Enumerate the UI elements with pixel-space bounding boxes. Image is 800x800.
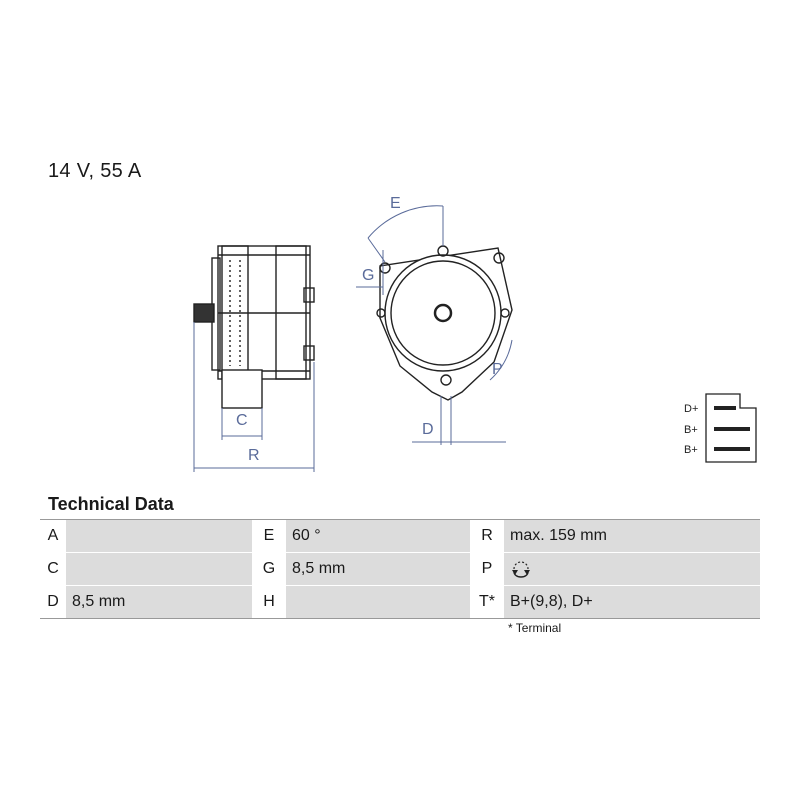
spec-key: R — [470, 520, 504, 552]
terminal-pin-b-plus-1 — [714, 427, 750, 431]
spec-value: max. 159 mm — [504, 520, 760, 552]
terminal-connector: D+ B+ B+ — [684, 393, 757, 463]
technical-data-table: A E 60 ° R max. 159 mm C G 8,5 mm P D 8,… — [40, 519, 760, 619]
spec-key: T* — [470, 586, 504, 618]
spec-value-rotation — [504, 553, 760, 585]
dim-label-c: C — [236, 412, 248, 429]
alternator-front-view — [376, 245, 513, 401]
spec-value — [66, 553, 252, 585]
alternator-technical-drawing: E G P D C R D+ B+ B+ — [193, 195, 757, 472]
spec-value: 8,5 mm — [286, 553, 470, 585]
spec-key: E — [252, 520, 286, 552]
terminal-pin-d-plus — [714, 406, 736, 410]
spec-key: D — [40, 586, 66, 618]
table-row: D 8,5 mm H T* B+(9,8), D+ — [40, 586, 760, 618]
spec-value — [286, 586, 470, 618]
dim-label-p: P — [492, 361, 503, 378]
spec-value: 60 ° — [286, 520, 470, 552]
spec-key: A — [40, 520, 66, 552]
terminal-footnote: * Terminal — [508, 621, 562, 635]
terminal-label-2: B+ — [684, 424, 698, 436]
spec-key: C — [40, 553, 66, 585]
terminal-label-3: B+ — [684, 444, 698, 456]
spec-value: B+(9,8), D+ — [504, 586, 760, 618]
table-row: C G 8,5 mm P — [40, 553, 760, 586]
dim-label-e: E — [390, 195, 401, 212]
spec-value — [66, 520, 252, 552]
spec-key: G — [252, 553, 286, 585]
dim-label-d: D — [422, 421, 434, 438]
terminal-label-1: D+ — [684, 403, 698, 415]
terminal-pin-b-plus-2 — [714, 447, 750, 451]
spec-value: 8,5 mm — [66, 586, 252, 618]
table-row: A E 60 ° R max. 159 mm — [40, 520, 760, 553]
product-title: 14 V, 55 A — [48, 160, 142, 182]
technical-data-heading: Technical Data — [48, 494, 174, 514]
dim-label-g: G — [362, 267, 374, 284]
dim-label-r: R — [248, 447, 260, 464]
alternator-side-view — [193, 245, 315, 409]
spec-key: P — [470, 553, 504, 585]
rotation-direction-icon — [512, 561, 530, 578]
spec-key: H — [252, 586, 286, 618]
dimension-lines — [193, 205, 513, 472]
